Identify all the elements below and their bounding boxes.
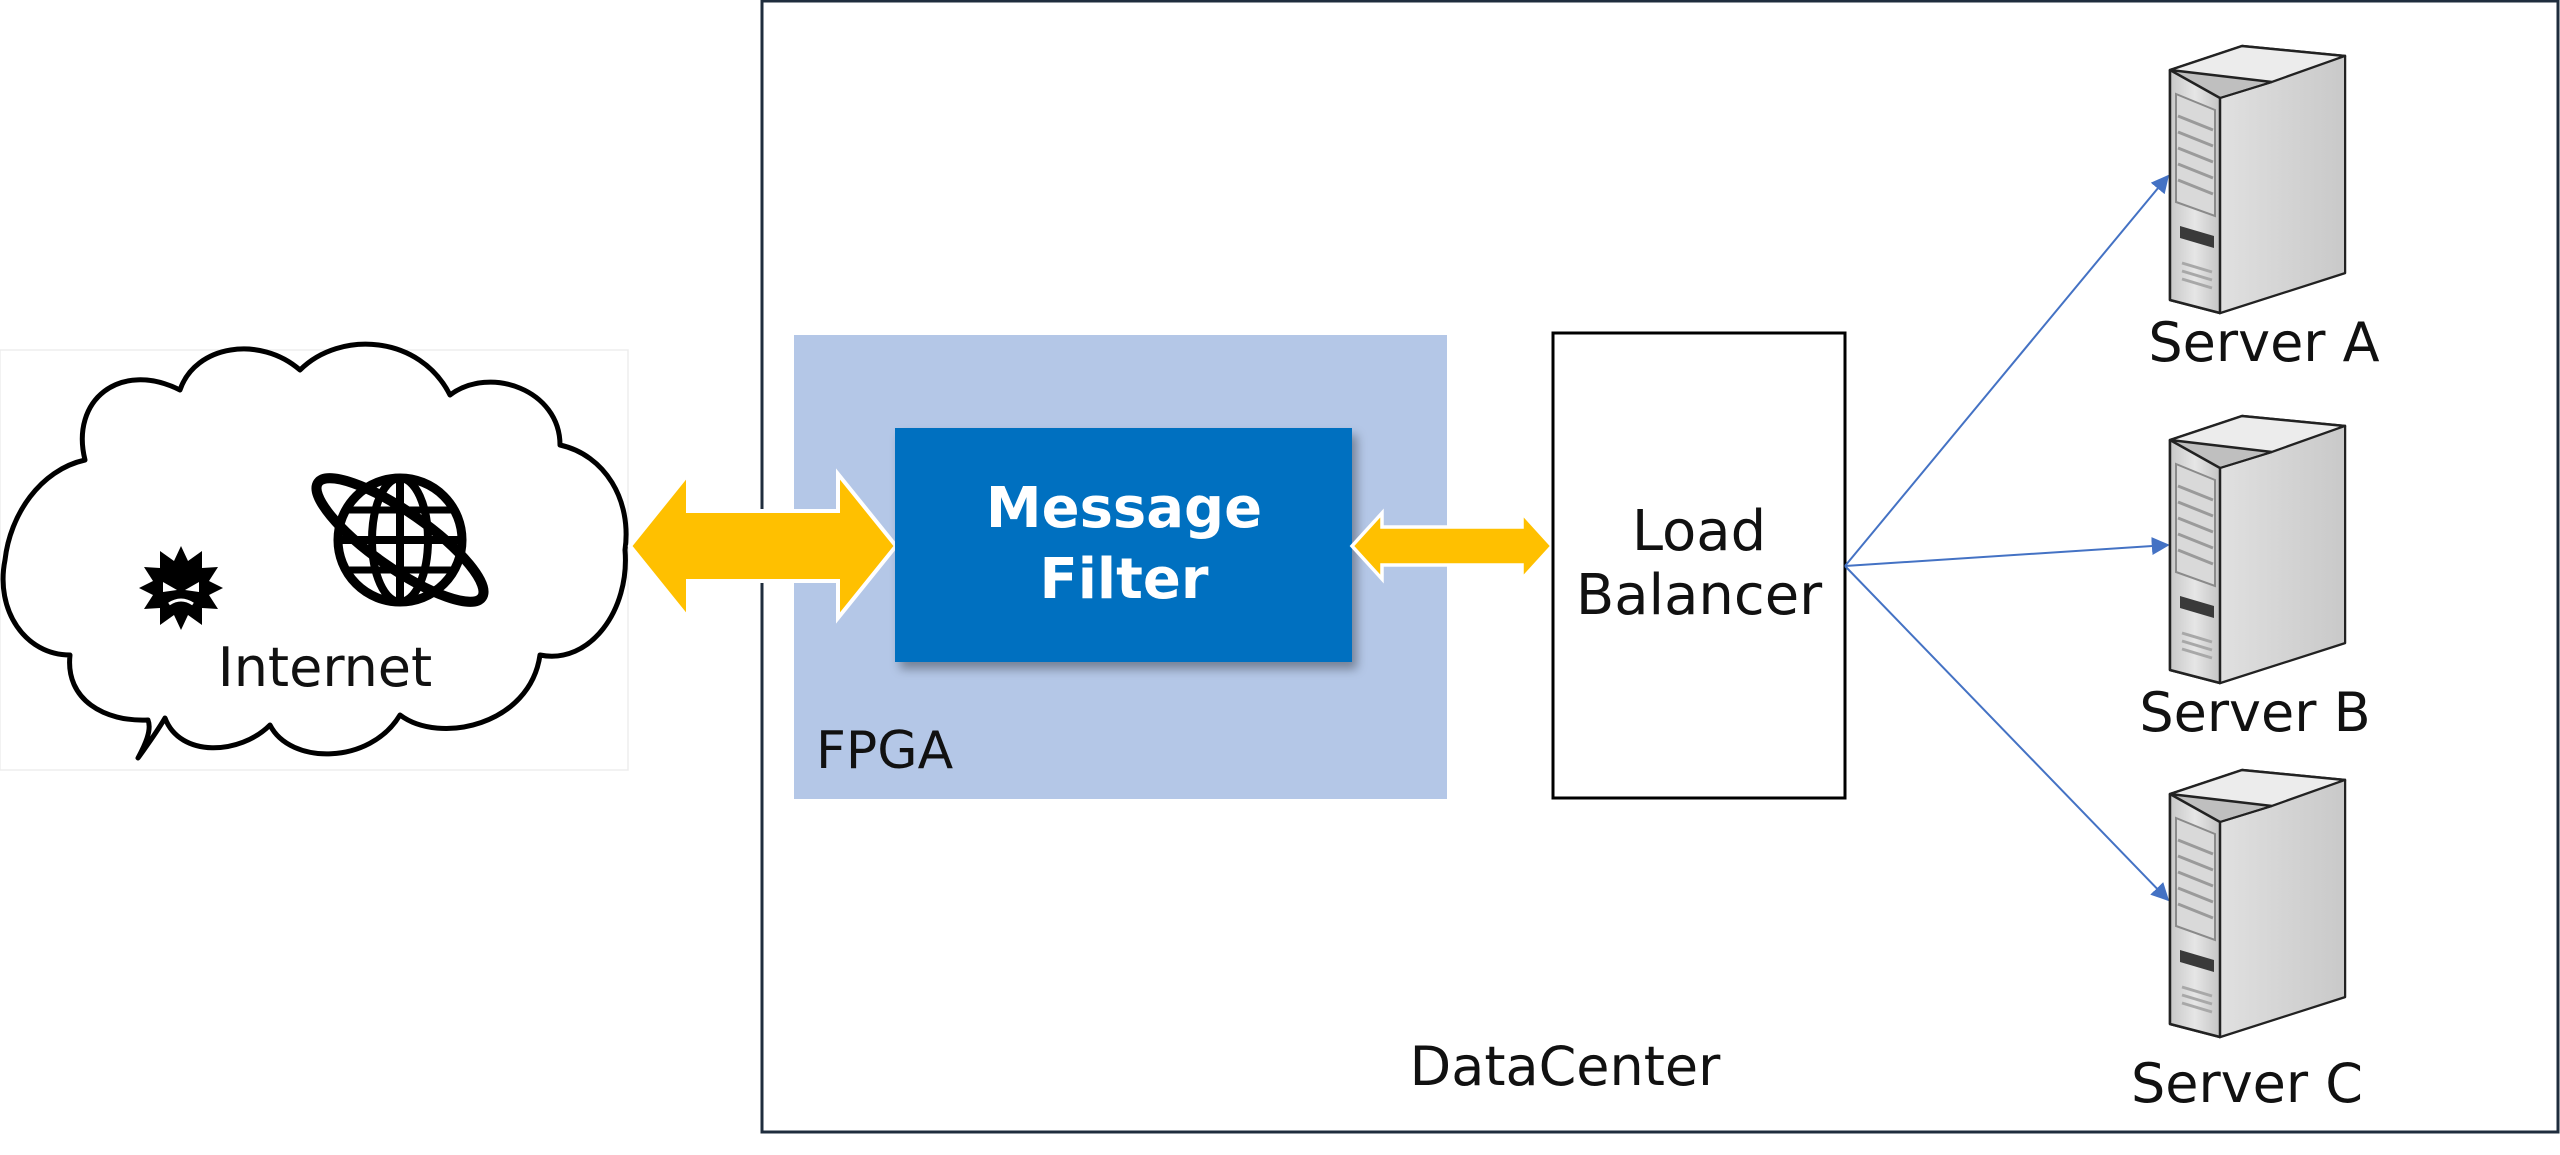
internet-area [0,349,629,771]
load-balancer-line1: Load [1632,499,1766,564]
message-filter-line1: Message [986,476,1262,541]
internet-cloud [0,341,629,761]
globe-icon [311,473,489,607]
message-filter-box [895,428,1352,662]
link-server-a [1844,174,2170,567]
load-balancer-line2: Balancer [1576,563,1823,628]
link-server-b [1844,537,2170,567]
message-filter-line2: Filter [1039,547,1208,612]
filter-balancer-arrow [1349,508,1555,584]
link-server-c [1844,565,2170,902]
server-b-icon [2168,414,2347,685]
server-b-label: Server B [2139,681,2370,744]
datacenter-label: DataCenter [1410,1035,1721,1098]
server-a-label: Server A [2148,311,2379,374]
server-a-icon [2168,44,2347,315]
load-balancer-box [1551,331,1847,800]
fpga-label: FPGA [816,721,954,781]
virus-icon [139,546,223,630]
internet-label: Internet [218,636,432,699]
server-c-label: Server C [2131,1052,2363,1115]
server-c-icon [2168,768,2347,1039]
